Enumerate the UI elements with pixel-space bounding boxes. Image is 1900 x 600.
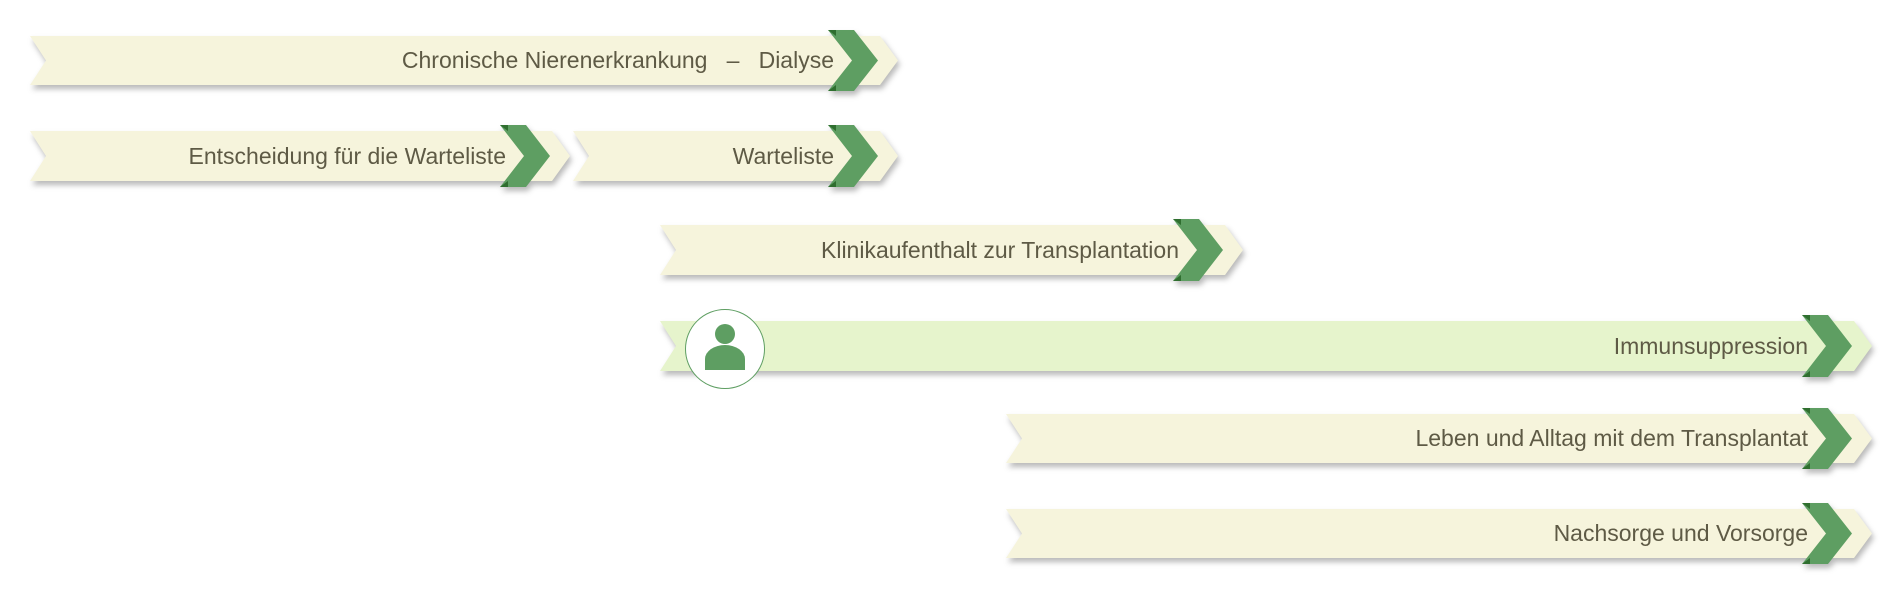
step-label: Klinikaufenthalt zur Transplantation xyxy=(821,236,1179,263)
step-nachsorge[interactable]: Nachsorge und Vorsorge xyxy=(1006,503,1872,564)
chevron-right-icon xyxy=(1802,503,1852,564)
step-label: Warteliste xyxy=(732,142,834,169)
chevron-right-icon xyxy=(500,125,550,187)
chevron-right-icon xyxy=(1802,408,1852,469)
step-entscheidung[interactable]: Entscheidung für die Warteliste xyxy=(30,125,570,187)
step-band xyxy=(1006,509,1872,558)
step-band xyxy=(30,131,570,181)
step-immunsuppression[interactable]: Immunsuppression xyxy=(660,315,1872,377)
step-band-active xyxy=(660,321,1872,371)
chevron-right-icon xyxy=(1173,219,1223,281)
chevron-right-icon xyxy=(828,125,878,187)
step-leben-alltag[interactable]: Leben und Alltag mit dem Transplantat xyxy=(1006,408,1872,469)
step-band xyxy=(660,225,1243,275)
person-icon xyxy=(705,324,745,370)
step-band xyxy=(1006,414,1872,463)
chevron-right-icon xyxy=(828,30,878,91)
step-klinikaufenthalt[interactable]: Klinikaufenthalt zur Transplantation xyxy=(660,219,1243,281)
step-warteliste[interactable]: Warteliste xyxy=(573,125,898,187)
step-band xyxy=(30,36,898,85)
chevron-right-icon xyxy=(1802,315,1852,377)
step-label: Immunsuppression xyxy=(1613,332,1808,359)
step-label: Entscheidung für die Warteliste xyxy=(188,142,506,169)
step-dialyse[interactable]: Chronische Nierenerkrankung – Dialyse xyxy=(30,30,898,91)
step-label: Leben und Alltag mit dem Transplantat xyxy=(1415,425,1808,451)
step-label: Nachsorge und Vorsorge xyxy=(1553,520,1808,546)
step-label: Chronische Nierenerkrankung – Dialyse xyxy=(401,47,834,73)
current-position-marker xyxy=(685,309,765,389)
